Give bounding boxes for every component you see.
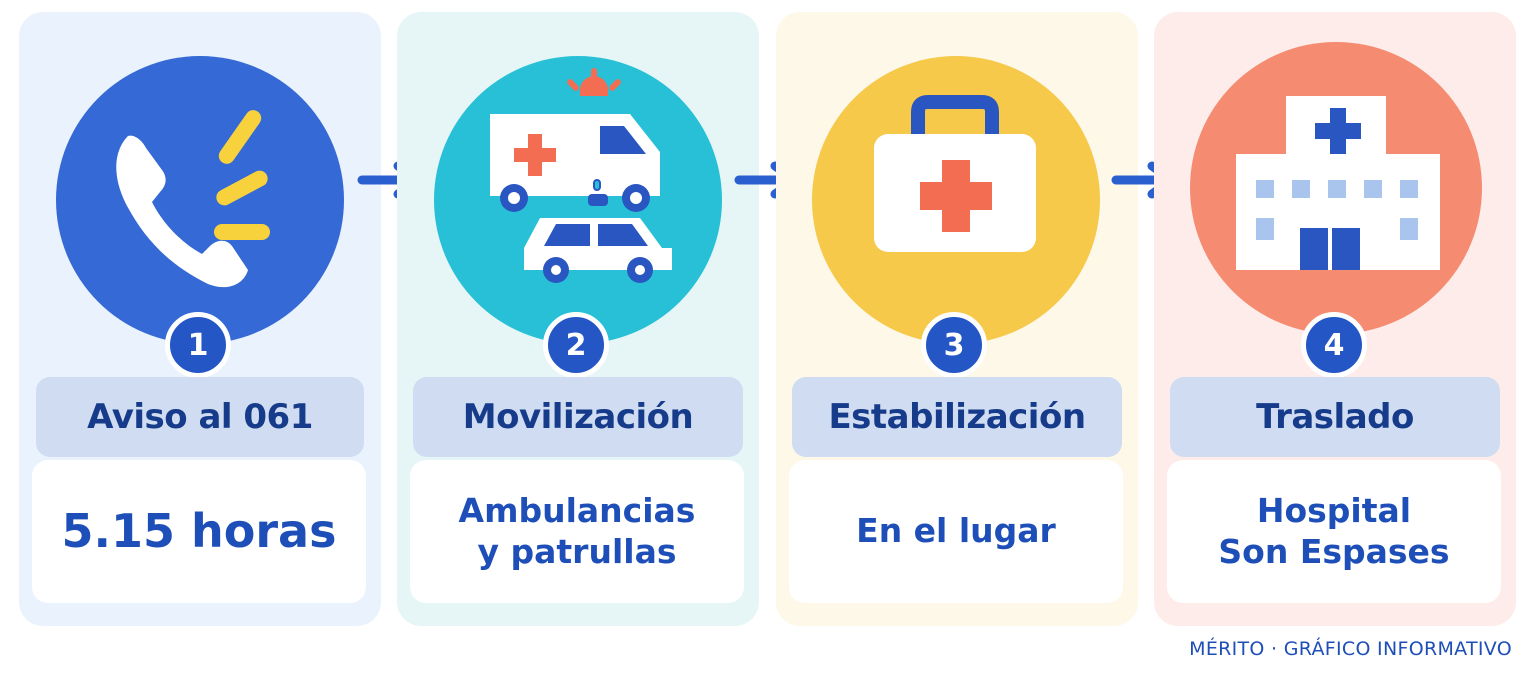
step-badge-2: 2 — [543, 312, 609, 378]
step-badge-1: 1 — [165, 312, 231, 378]
step-detail-2: Ambulancias y patrullas — [410, 460, 744, 603]
footer-credit: MÉRITO · GRÁFICO INFORMATIVO — [1189, 638, 1512, 660]
step-detail-1-line-1: 5.15 horas — [61, 504, 337, 559]
step-title-3: Estabilización — [792, 377, 1122, 457]
step-circle-2 — [434, 56, 722, 344]
step-detail-3: En el lugar — [789, 460, 1123, 603]
hospital-icon — [1236, 96, 1440, 270]
step-detail-4: Hospital Son Espases — [1167, 460, 1501, 603]
step-badge-4: 4 — [1301, 312, 1367, 378]
step-detail-2-line-1: Ambulancias — [458, 491, 696, 531]
first-aid-kit-icon — [874, 95, 1036, 252]
step-title-4: Traslado — [1170, 377, 1500, 457]
step-badge-3: 3 — [921, 312, 987, 378]
step-detail-4-line-2: Son Espases — [1218, 531, 1450, 571]
step-title-2: Movilización — [413, 377, 743, 457]
ambulance-police-car-icon — [490, 68, 672, 283]
step-title-1: Aviso al 061 — [36, 377, 364, 457]
step-detail-1: 5.15 horas — [32, 460, 366, 603]
step-circle-1 — [56, 56, 344, 344]
step-detail-2-line-2: y patrullas — [477, 531, 677, 571]
step-detail-3-line-1: En el lugar — [856, 511, 1056, 551]
step-circle-4 — [1190, 42, 1482, 334]
step-detail-4-line-1: Hospital — [1256, 491, 1412, 531]
step-circle-3 — [812, 56, 1100, 344]
phone-icon — [116, 110, 270, 288]
